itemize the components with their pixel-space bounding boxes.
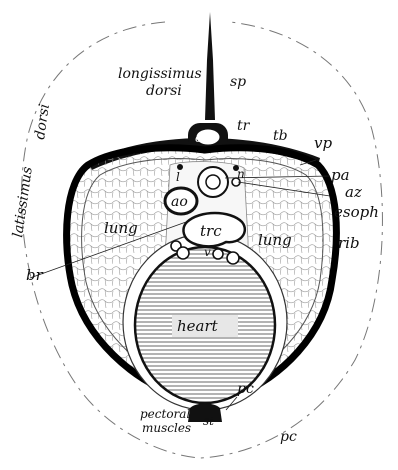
esophagus-structure xyxy=(198,167,228,197)
label-tb: tb xyxy=(273,128,288,144)
bronchus-left-b xyxy=(177,247,189,259)
label-latissimus: latissimus xyxy=(10,166,36,239)
label-az: az xyxy=(345,183,362,201)
label-v: v xyxy=(204,245,211,259)
label-pc-outer: pc xyxy=(280,429,297,445)
label-dorsi-side: dorsi xyxy=(32,103,53,141)
label-vp: vp xyxy=(314,134,332,152)
label-br: br xyxy=(26,266,44,284)
vessel-right-b xyxy=(227,252,239,264)
label-tr: tr xyxy=(237,118,251,134)
label-l: l xyxy=(176,170,180,184)
label-crd: crd xyxy=(195,131,215,145)
spinous-process xyxy=(205,12,215,120)
label-pectoral: pectoral xyxy=(140,407,190,421)
label-n: n xyxy=(237,167,245,181)
label-heart: heart xyxy=(177,317,219,335)
label-pa: pa xyxy=(331,166,350,184)
vessel-right-a xyxy=(213,249,223,259)
label-lung-left: lung xyxy=(104,219,138,237)
label-longissimus: longissimus xyxy=(118,66,202,82)
label-ao: ao xyxy=(171,194,188,210)
label-esoph: esoph xyxy=(334,203,379,221)
label-sp: sp xyxy=(230,74,246,90)
label-trc: trc xyxy=(200,222,222,240)
label-dorsi-top: dorsi xyxy=(146,83,182,99)
label-rib: rib xyxy=(338,234,360,252)
label-st: st xyxy=(203,414,214,428)
label-lung-right: lung xyxy=(258,231,292,249)
label-muscles: muscles xyxy=(142,421,191,435)
label-pc-inner: pc xyxy=(237,381,254,397)
